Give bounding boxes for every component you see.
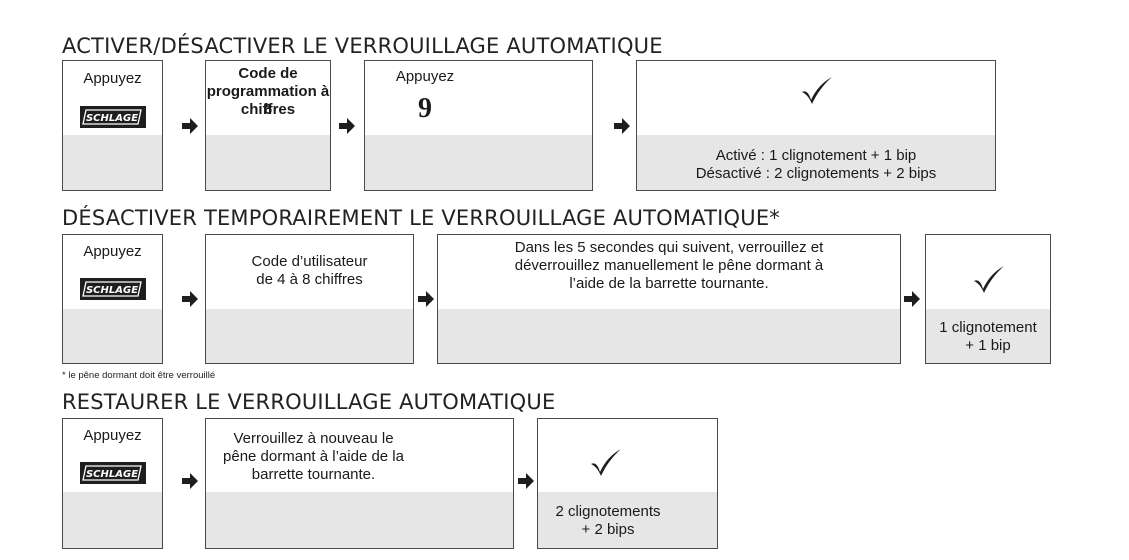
step-text-line: programmation à 6: [206, 83, 330, 118]
arrow-right-icon: [182, 118, 198, 134]
section2-step3-box: Dans les 5 secondes qui suivent, verroui…: [437, 234, 901, 364]
arrow-right-icon: [518, 473, 534, 489]
result-panel-top: [538, 419, 717, 494]
arrow-right-icon: [182, 473, 198, 489]
arrow-right-icon: [182, 291, 198, 307]
schlage-logo-icon: SCHLAGE: [80, 462, 146, 484]
checkmark-icon: [591, 449, 621, 476]
step-text-line: chiffres: [240, 101, 296, 118]
step-label: Appuyez: [83, 427, 142, 444]
logo-text: SCHLAGE: [86, 469, 138, 480]
step-text-line: l’aide de la barrette tournante.: [569, 275, 769, 292]
section2-result-box: 1 clignotement + 1 bip: [925, 234, 1051, 364]
grey-panel: [63, 135, 162, 190]
section2-step1-box: Appuyez SCHLAGE: [62, 234, 163, 364]
step-text-line: barrette tournante.: [251, 466, 376, 483]
step-text-line: Code de: [238, 65, 298, 82]
result-line: 1 clignotement: [939, 319, 1037, 336]
grey-panel: [206, 309, 413, 363]
checkmark-icon: [802, 77, 832, 104]
result-line: 2 clignotements: [555, 503, 661, 520]
step-text-line: Dans les 5 secondes qui suivent, verroui…: [514, 239, 824, 256]
section3-step1-box: Appuyez SCHLAGE: [62, 418, 163, 549]
result-line: Activé : 1 clignotement + 1 bip: [715, 147, 917, 164]
schlage-logo-icon: SCHLAGE: [80, 278, 146, 300]
arrow-right-icon: [418, 291, 434, 307]
step-text-line: déverrouillez manuellement le pêne dorma…: [514, 257, 824, 274]
arrow-right-icon: [904, 291, 920, 307]
result-line: Désactivé : 2 clignotements + 2 bips: [695, 165, 937, 182]
grey-panel: [538, 492, 717, 548]
grey-panel: [206, 492, 513, 548]
logo-text: SCHLAGE: [86, 113, 138, 124]
result-line: + 1 bip: [965, 337, 1011, 354]
section1-step1-box: Appuyez SCHLAGE: [62, 60, 163, 191]
arrow-right-icon: [614, 118, 630, 134]
section3-title: RESTAURER LE VERROUILLAGE AUTOMATIQUE: [62, 390, 556, 414]
grey-panel: [365, 135, 592, 190]
checkmark-icon: [974, 266, 1004, 293]
section2-step2-box: Code d’utilisateur de 4 à 8 chiffres: [205, 234, 414, 364]
step-label: Appuyez: [395, 68, 455, 85]
section3-result-box: 2 clignotements + 2 bips: [537, 418, 718, 549]
step-text-line: Code d’utilisateur: [251, 253, 368, 270]
step-text-line: de 4 à 8 chiffres: [256, 271, 363, 288]
section1-result-box: Activé : 1 clignotement + 1 bip Désactiv…: [636, 60, 996, 191]
step-label: Appuyez: [83, 70, 142, 87]
footnote: * le pêne dormant doit être verrouillé: [62, 370, 216, 381]
grey-panel: [926, 309, 1050, 363]
arrow-right-icon: [339, 118, 355, 134]
grey-panel: [637, 135, 995, 190]
section2-title: DÉSACTIVER TEMPORAIREMENT LE VERROUILLAG…: [62, 206, 780, 230]
section1-step3-box: Appuyez 9: [364, 60, 593, 191]
section1-step2-box: Code de programmation à 6 chiffres: [205, 60, 331, 191]
step-label: Appuyez: [83, 243, 142, 260]
grey-panel: [206, 135, 330, 190]
grey-panel: [438, 309, 900, 363]
logo-text: SCHLAGE: [86, 285, 138, 296]
step-text-line: Verrouillez à nouveau le: [233, 430, 394, 447]
key-9-label: 9: [418, 93, 432, 124]
result-line: + 2 bips: [581, 521, 635, 538]
step-text-line: pêne dormant à l’aide de la: [223, 448, 404, 465]
grey-panel: [63, 492, 162, 548]
schlage-logo-icon: SCHLAGE: [80, 106, 146, 128]
grey-panel: [63, 309, 162, 363]
section1-title: ACTIVER/DÉSACTIVER LE VERROUILLAGE AUTOM…: [62, 34, 663, 58]
section3-step2-box: Verrouillez à nouveau le pêne dormant à …: [205, 418, 514, 549]
